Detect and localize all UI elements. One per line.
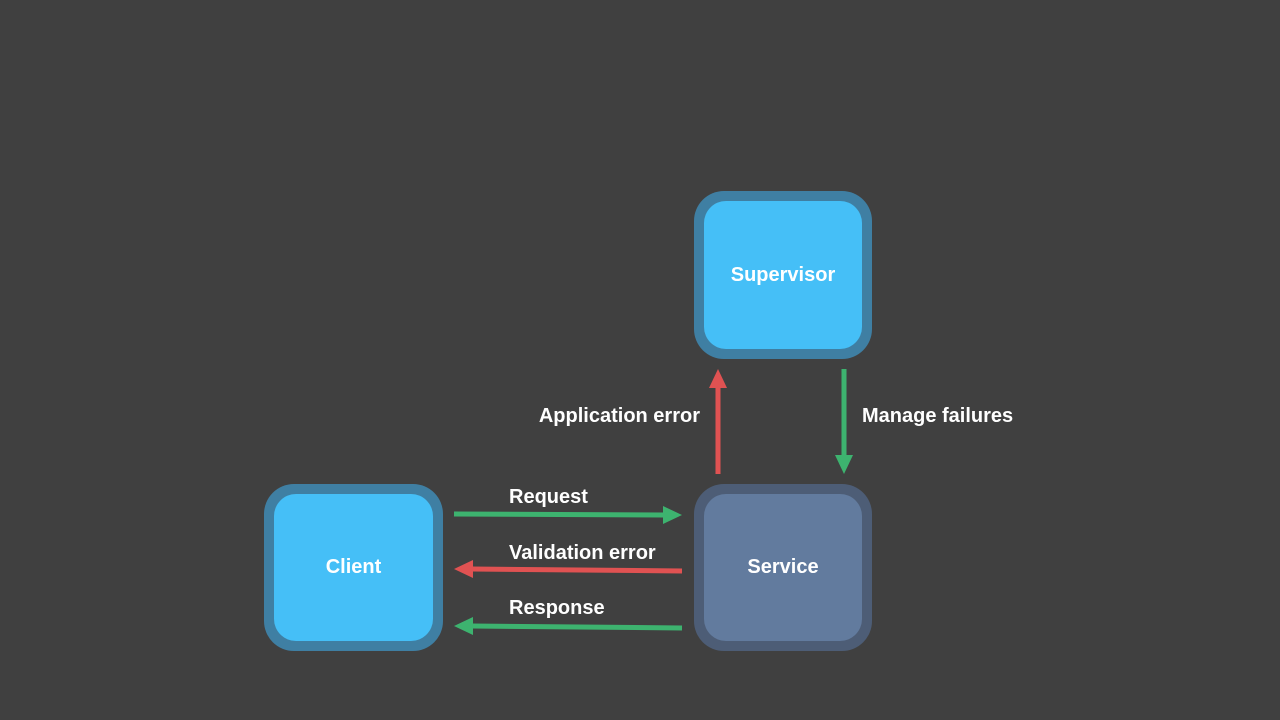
- validation-error-arrow: [454, 560, 683, 578]
- request-arrow: [453, 506, 682, 524]
- validation-error-label: Validation error: [509, 542, 656, 564]
- manage-failures-label: Manage failures: [862, 405, 1014, 427]
- supervisor-node-body: Supervisor: [704, 201, 862, 349]
- service-node-body: Service: [704, 494, 862, 641]
- request-label: Request: [509, 486, 588, 508]
- application-error-label: Application error: [538, 405, 700, 427]
- response-label: Response: [509, 597, 605, 619]
- service-node: Service: [694, 484, 872, 651]
- manage-failures-arrow: [835, 369, 853, 474]
- client-node: Client: [264, 484, 443, 651]
- service-label: Service: [747, 556, 819, 578]
- supervisor-label: Supervisor: [730, 263, 836, 286]
- client-node-body: Client: [274, 494, 433, 641]
- application-error-arrow: [709, 369, 727, 474]
- supervisor-node: Supervisor: [694, 191, 872, 359]
- response-arrow: [454, 617, 683, 635]
- client-label: Client: [325, 556, 382, 578]
